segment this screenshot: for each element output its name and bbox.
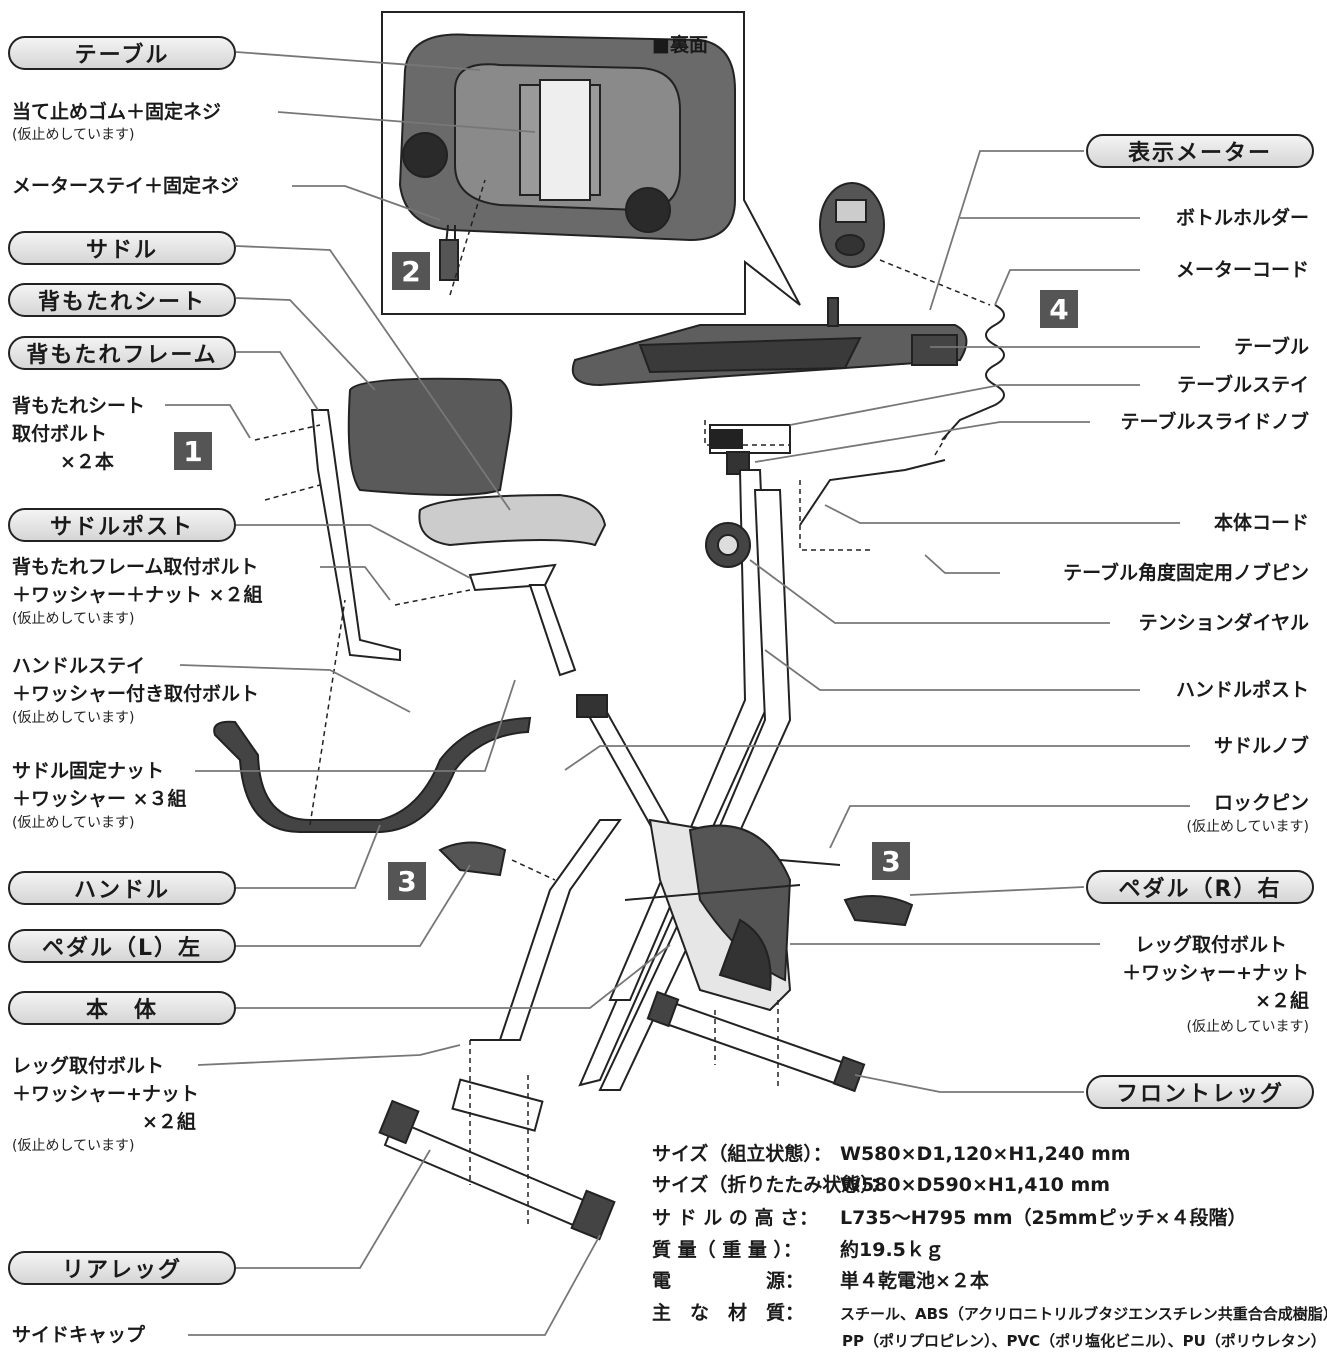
pill-handle: ハンドル	[8, 871, 236, 905]
spec-key: 主 な 材 質：	[652, 1302, 805, 1324]
pill-pedal-left: ペダル（L）左	[8, 929, 236, 963]
spec-value: 約19.5ｋｇ	[840, 1239, 944, 1261]
pill-saddle: サドル	[8, 231, 236, 265]
label-saddle-nut-1: サドル固定ナット	[12, 760, 165, 782]
note-frame-bolt: (仮止めしています)	[12, 611, 135, 627]
note-rear-bolt: (仮止めしています)	[12, 1138, 135, 1154]
pill-display-meter: 表示メーター	[1086, 134, 1314, 168]
label-body-cord: 本体コード	[1213, 512, 1309, 534]
spec-value: W580×D1,120×H1,240 mm	[840, 1143, 1131, 1165]
step-2: 2	[392, 252, 430, 290]
label-handle-stay-1: ハンドルステイ	[12, 655, 146, 677]
label-meter-stay: メーターステイ＋固定ネジ	[12, 175, 240, 197]
label-meter-cord: メーターコード	[1175, 259, 1309, 281]
label-handle-post: ハンドルポスト	[1175, 679, 1309, 701]
note-lock-pin: (仮止めしています)	[1186, 819, 1309, 835]
handle-bar	[213, 716, 532, 833]
spec-key: 電 源：	[652, 1270, 805, 1292]
note-handle-stay: (仮止めしています)	[12, 710, 135, 726]
label-side-cap: サイドキャップ	[12, 1324, 146, 1346]
label-rear-bolt-3: ×２組	[142, 1111, 196, 1133]
spec-key: サ ド ル の 高 さ：	[652, 1207, 819, 1229]
pill-front-leg: フロントレッグ	[1086, 1075, 1314, 1109]
label-backrest-bolt-1: 背もたれシート	[12, 395, 146, 417]
pill-pedal-right: ペダル（R）右	[1086, 870, 1314, 904]
pill-table-top: テーブル	[8, 36, 236, 70]
pill-backrest-seat: 背もたれシート	[8, 283, 236, 317]
label-backrest-bolt-2: 取付ボルト	[12, 423, 108, 445]
note-stopper: (仮止めしています)	[12, 127, 135, 143]
label-table: テーブル	[1234, 336, 1309, 358]
rear-leg-tube	[383, 1118, 597, 1232]
spec-key: サイズ（組立状態）：	[652, 1143, 832, 1165]
pedal-right	[843, 895, 914, 927]
saddle	[418, 493, 607, 547]
label-table-stay: テーブルステイ	[1177, 374, 1309, 396]
step-4: 4	[1040, 290, 1078, 328]
front-leg-tube	[653, 998, 852, 1087]
label-front-bolt-1: レッグ取付ボルト	[1134, 934, 1287, 956]
spec-row: サ ド ル の 高 さ： L735～H795 mm（25mmピッチ×４段階）	[652, 1203, 1247, 1233]
backrest-seat	[347, 377, 513, 496]
pedal-left	[438, 841, 507, 877]
step-3-right: 3	[872, 842, 910, 880]
label-front-bolt-3: ×２組	[1255, 990, 1309, 1012]
step-3-left: 3	[388, 862, 426, 900]
pill-rear-leg: リアレッグ	[8, 1251, 236, 1285]
label-angle-pin: テーブル角度固定用ノブピン	[1063, 562, 1309, 584]
label-front-bolt-2: ＋ワッシャー+ナット	[1122, 962, 1309, 984]
spec-key: 質 量（ 重 量 ）：	[652, 1239, 802, 1261]
label-frame-bolt-2: ＋ワッシャー＋ナット ×２組	[12, 584, 263, 606]
spec-row: サイズ（組立状態）： W580×D1,120×H1,240 mm	[652, 1139, 1131, 1169]
spec-value: L735～H795 mm（25mmピッチ×４段階）	[840, 1207, 1247, 1229]
spec-value: スチール、ABS（アクリロニトリルブタジエンスチレン共重合合成樹脂）、	[840, 1305, 1327, 1323]
label-rear-bolt-2: ＋ワッシャー+ナット	[12, 1083, 199, 1105]
label-lock-pin: ロックピン	[1213, 792, 1309, 814]
label-frame-bolt-1: 背もたれフレーム取付ボルト	[12, 556, 259, 578]
pill-saddle-post: サドルポスト	[8, 508, 236, 542]
label-saddle-nut-2: ＋ワッシャー ×３組	[12, 788, 187, 810]
step-1: 1	[174, 432, 212, 470]
label-handle-stay-2: ＋ワッシャー付き取付ボルト	[12, 683, 260, 705]
pill-backrest-frame: 背もたれフレーム	[8, 336, 236, 370]
meter-cord	[799, 304, 1005, 526]
spec-value: W580×D590×H1,410 mm	[840, 1174, 1111, 1196]
spec-key: サイズ（折りたたみ状態）：	[652, 1174, 889, 1196]
label-stopper-rubber: 当て止めゴム＋固定ネジ	[12, 101, 222, 123]
spec-row: 電 源： 単４乾電池×２本	[652, 1266, 989, 1296]
label-table-slide-knob: テーブルスライドノブ	[1120, 411, 1309, 433]
label-tension-dial: テンションダイヤル	[1138, 612, 1309, 634]
note-saddle-nut: (仮止めしています)	[12, 815, 135, 831]
spec-row: サイズ（折りたたみ状態）：W580×D590×H1,410 mm	[652, 1170, 1110, 1200]
inset-title: ■裏面	[652, 34, 708, 56]
note-front-bolt: (仮止めしています)	[1186, 1019, 1309, 1035]
label-saddle-knob: サドルノブ	[1213, 735, 1309, 757]
spec-row: 主 な 材 質： スチール、ABS（アクリロニトリルブタジエンスチレン共重合合成樹…	[652, 1298, 1327, 1329]
label-backrest-bolt-3: ×２本	[60, 451, 114, 473]
spec-continuation: PP（ポリプロピレン）、PVC（ポリ塩化ビニル）、PU（ポリウレタン）	[842, 1332, 1326, 1350]
pill-body: 本 体	[8, 991, 236, 1025]
spec-row: 質 量（ 重 量 ）： 約19.5ｋｇ	[652, 1235, 944, 1265]
label-rear-bolt-1: レッグ取付ボルト	[12, 1055, 165, 1077]
spec-value: 単４乾電池×２本	[840, 1270, 989, 1292]
label-bottle-holder: ボトルホルダー	[1175, 207, 1309, 229]
